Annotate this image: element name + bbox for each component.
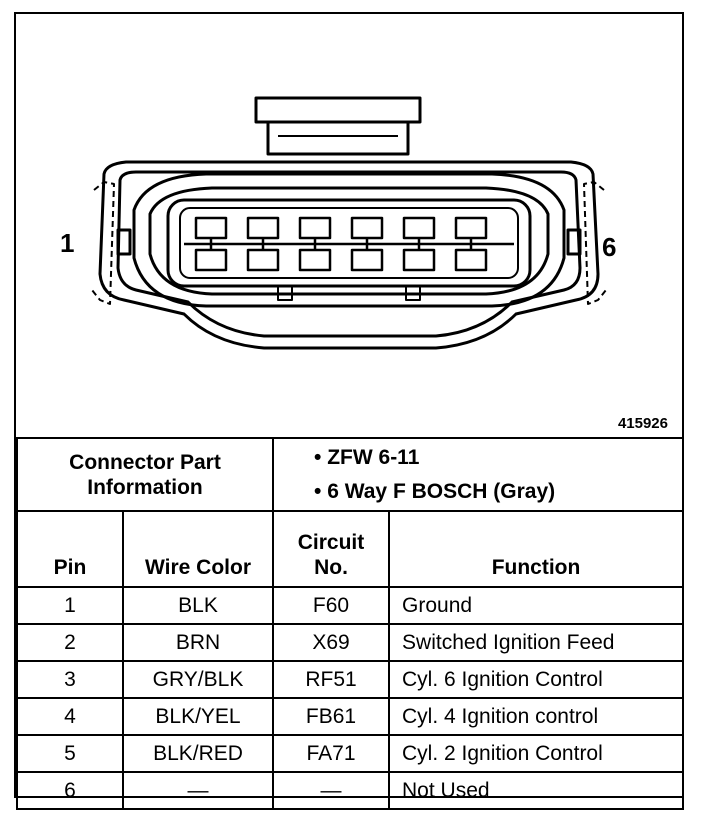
column-header-function: Function [388, 510, 685, 588]
left-lock-tab [116, 228, 132, 256]
column-header-circuit-no: Circuit No. [272, 510, 391, 588]
connector-drawing [91, 96, 607, 350]
pin-cell: 5 [16, 734, 124, 773]
connector-diagram-frame: 1 6 415926 Connector Part Information • … [14, 12, 685, 810]
connector-info-values: • ZFW 6-11 • 6 Way F BOSCH (Gray) [272, 437, 685, 512]
pin-6-end-label: 6 [602, 232, 617, 262]
circuit-cell: RF51 [272, 660, 391, 699]
function-cell: Cyl. 4 Ignition control [388, 697, 685, 736]
connector-part-number: • ZFW 6-11 [314, 445, 420, 469]
connector-shroud [132, 172, 566, 308]
pin-1-end-label: 1 [60, 228, 75, 258]
connector-info-label: Connector Part Information [15, 437, 275, 512]
wire-color-cell: — [121, 771, 275, 810]
function-cell: Not Used [388, 771, 685, 810]
function-cell: Cyl. 2 Ignition Control [388, 734, 685, 773]
pin-cell: 3 [16, 660, 124, 699]
pin-cell: 4 [16, 697, 124, 736]
pin-cell: 6 [16, 771, 124, 810]
connector-description: • 6 Way F BOSCH (Gray) [314, 479, 556, 503]
table-row: 4 BLK/YEL FB61 Cyl. 4 Ignition control [16, 697, 685, 736]
connector-pinout-table: Connector Part Information • ZFW 6-11 • … [15, 437, 685, 810]
circuit-cell: — [272, 771, 391, 810]
wire-color-cell: BRN [121, 623, 275, 662]
function-cell: Switched Ignition Feed [388, 623, 685, 662]
table-row: 2 BRN X69 Switched Ignition Feed [16, 623, 685, 662]
column-header-wire-color: Wire Color [121, 510, 275, 588]
circuit-cell: FA71 [272, 734, 391, 773]
column-header-pin: Pin [16, 510, 124, 588]
table-row: 5 BLK/RED FA71 Cyl. 2 Ignition Control [16, 734, 685, 773]
function-cell: Cyl. 6 Ignition Control [388, 660, 685, 699]
wire-color-cell: BLK/YEL [121, 697, 275, 736]
table-row: 6 — — Not Used [16, 771, 685, 810]
table-row: 1 BLK F60 Ground [16, 586, 685, 625]
terminal-slots [184, 216, 514, 272]
figure-number: 415926 [617, 415, 668, 432]
function-cell: Ground [388, 586, 685, 625]
table-header-row: Pin Wire Color Circuit No. Function [16, 510, 685, 588]
latch-stem [266, 122, 410, 156]
wire-color-cell: GRY/BLK [121, 660, 275, 699]
wire-color-cell: BLK/RED [121, 734, 275, 773]
connector-info-row: Connector Part Information • ZFW 6-11 • … [15, 437, 685, 512]
wire-color-cell: BLK [121, 586, 275, 625]
connector-body [98, 160, 600, 350]
circuit-cell: X69 [272, 623, 391, 662]
pin-cell: 1 [16, 586, 124, 625]
circuit-cell: FB61 [272, 697, 391, 736]
connector-latch [254, 96, 422, 124]
right-lock-tab [566, 228, 582, 256]
circuit-cell: F60 [272, 586, 391, 625]
connector-figure: 1 6 415926 [16, 14, 682, 437]
pin-cavity-area [166, 198, 532, 288]
pin-cell: 2 [16, 623, 124, 662]
table-row: 3 GRY/BLK RF51 Cyl. 6 Ignition Control [16, 660, 685, 699]
